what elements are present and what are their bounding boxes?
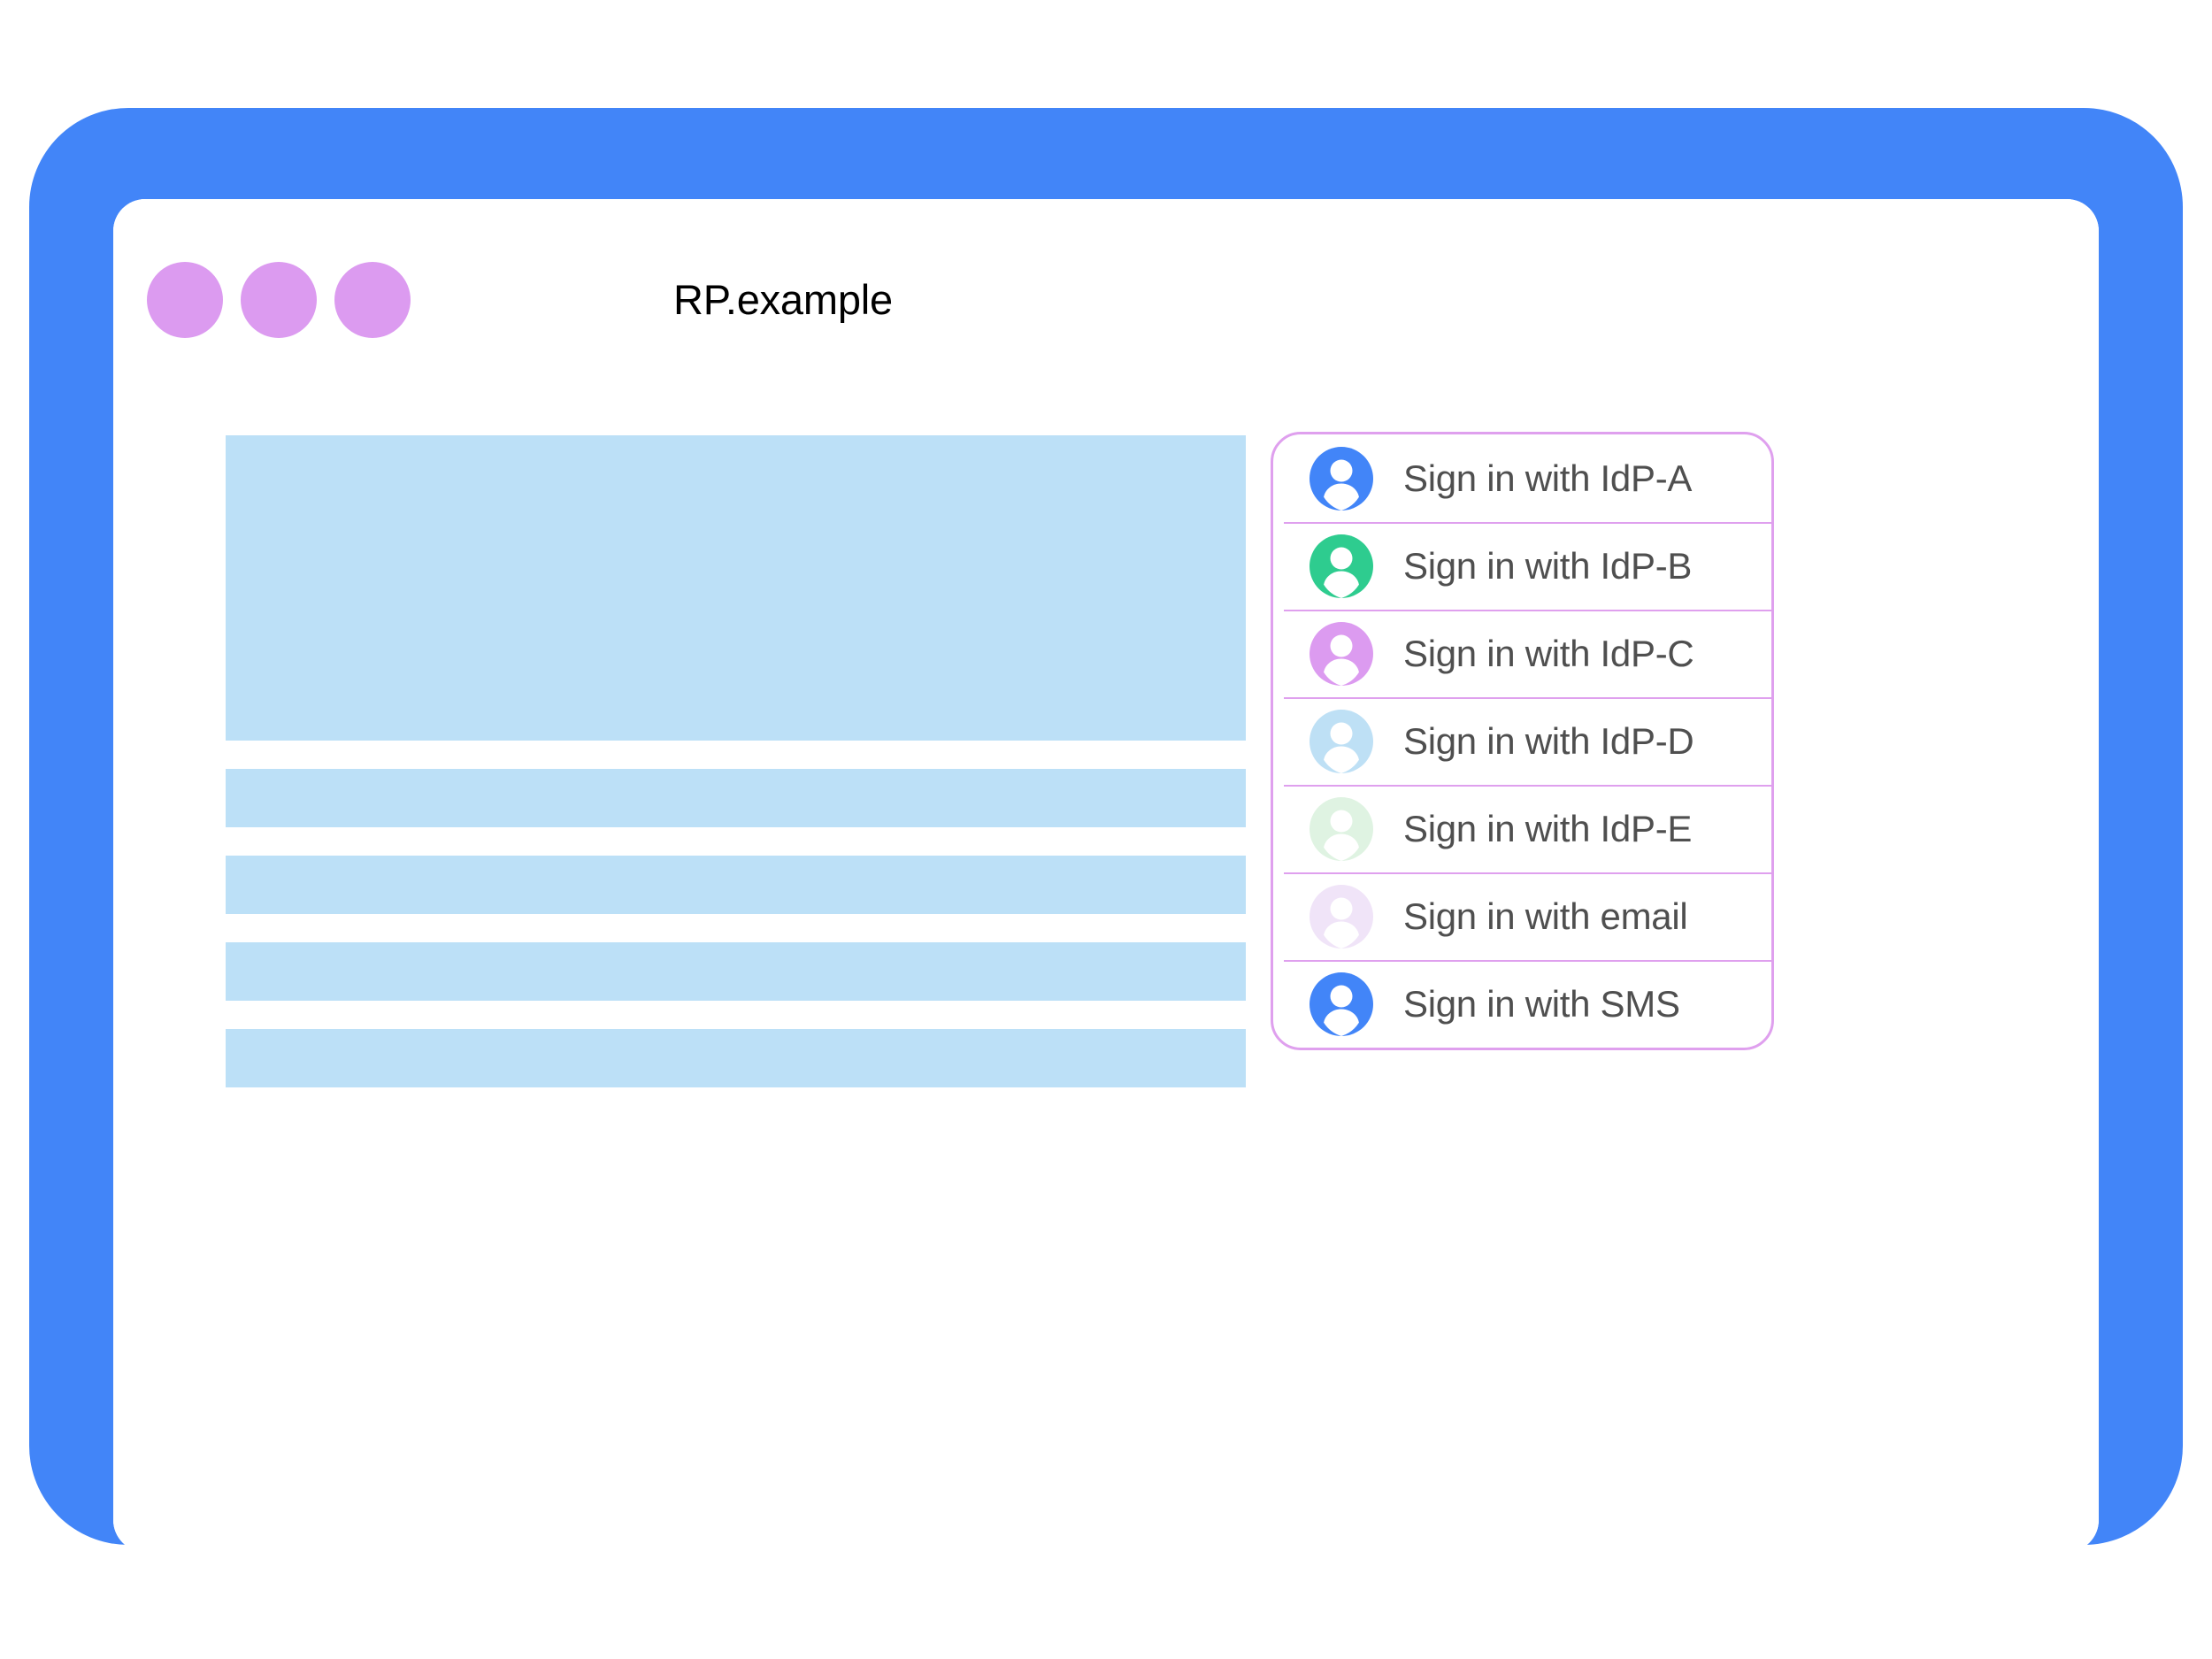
page-title: RP.example (673, 276, 893, 323)
text-bar-1 (226, 769, 1246, 827)
signin-option-sms[interactable]: Sign in with SMS (1273, 960, 1771, 1048)
text-bar-3 (226, 942, 1246, 1001)
signin-option-label: Sign in with IdP-A (1403, 457, 1693, 499)
signin-option-label: Sign in with email (1403, 895, 1688, 937)
person-avatar-icon (1310, 534, 1373, 598)
signin-option-idp-e[interactable]: Sign in with IdP-E (1273, 785, 1771, 872)
browser-viewport: RP.example Sign in with IdP-A (113, 199, 2099, 1552)
signin-option-idp-a[interactable]: Sign in with IdP-A (1273, 434, 1771, 522)
signin-option-idp-d[interactable]: Sign in with IdP-D (1273, 697, 1771, 785)
hero-block (226, 435, 1246, 741)
text-bar-4 (226, 1029, 1246, 1087)
text-bar-2 (226, 856, 1246, 914)
signin-option-idp-c[interactable]: Sign in with IdP-C (1273, 610, 1771, 697)
person-avatar-icon (1310, 796, 1373, 861)
signin-option-email[interactable]: Sign in with email (1273, 872, 1771, 960)
person-avatar-icon (1310, 972, 1373, 1036)
device-frame: RP.example Sign in with IdP-A (29, 108, 2183, 1552)
signin-option-idp-b[interactable]: Sign in with IdP-B (1273, 522, 1771, 610)
window-dot-3[interactable] (334, 262, 411, 338)
window-dot-1[interactable] (147, 262, 223, 338)
person-avatar-icon (1310, 621, 1373, 686)
signin-option-label: Sign in with IdP-B (1403, 544, 1693, 587)
window-dot-2[interactable] (241, 262, 317, 338)
titlebar: RP.example (113, 199, 2099, 376)
person-avatar-icon (1310, 709, 1373, 773)
signin-option-label: Sign in with IdP-D (1403, 719, 1694, 762)
signin-panel: Sign in with IdP-A Sign in with IdP-B (1271, 432, 1774, 1050)
person-avatar-icon (1310, 884, 1373, 949)
signin-option-label: Sign in with SMS (1403, 982, 1680, 1025)
signin-option-label: Sign in with IdP-E (1403, 807, 1693, 849)
person-avatar-icon (1310, 446, 1373, 511)
signin-option-label: Sign in with IdP-C (1403, 632, 1694, 674)
content-placeholder-column (226, 435, 1246, 1087)
